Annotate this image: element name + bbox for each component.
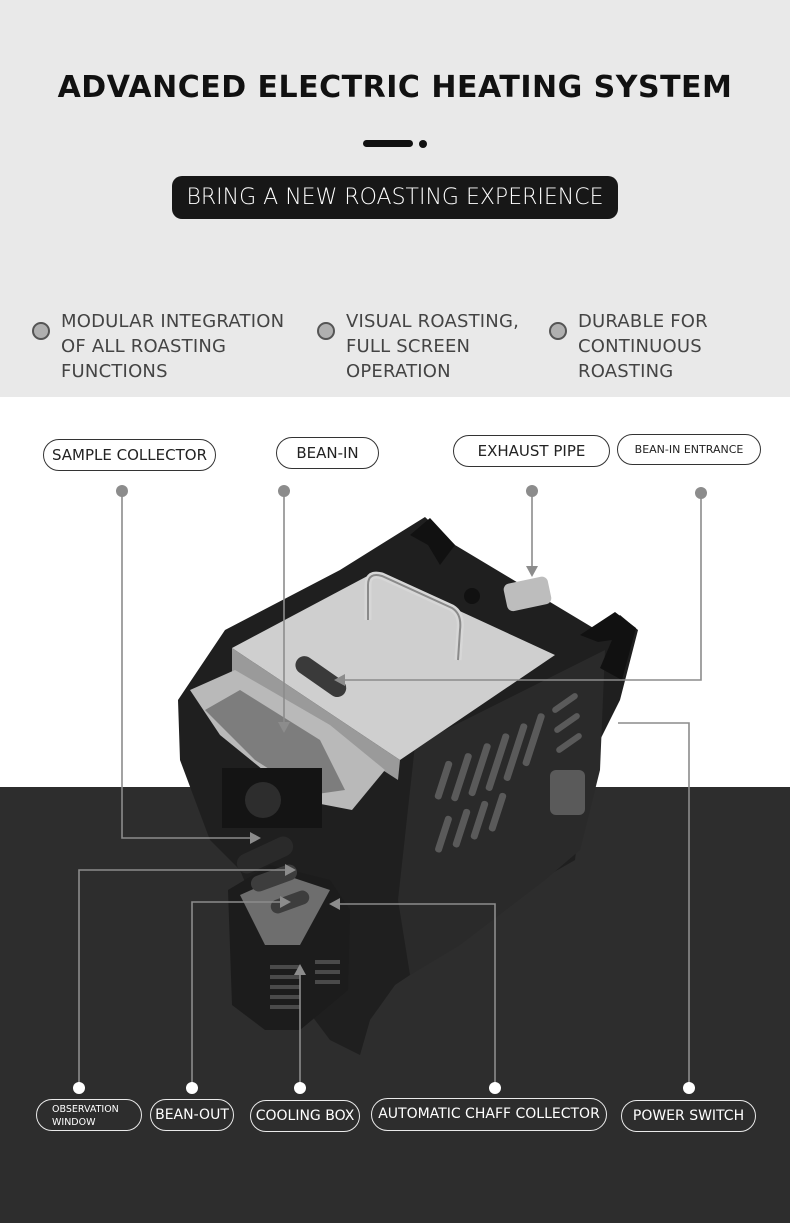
callout-exhaust-pipe: EXHAUST PIPE xyxy=(453,435,610,467)
feature-text: VISUAL ROASTING, FULL SCREEN OPERATION xyxy=(346,311,520,382)
callout-automatic-chaff-collector: AUTOMATIC CHAFF COLLECTOR xyxy=(371,1098,607,1131)
title-divider-dot xyxy=(419,140,427,148)
callout-sample-collector: SAMPLE COLLECTOR xyxy=(43,439,216,471)
feature-text: MODULAR INTEGRATION OF ALL ROASTING FUNC… xyxy=(61,311,285,382)
feature-modular: MODULAR INTEGRATION OF ALL ROASTING FUNC… xyxy=(32,309,284,384)
subtitle-pill: BRING A NEW ROASTING EXPERIENCE xyxy=(172,176,618,219)
callout-observation-window: OBSERVATION WINDOW xyxy=(36,1099,142,1131)
callout-observation-window-line2: WINDOW xyxy=(52,1117,96,1128)
title-divider-dash xyxy=(363,140,413,147)
feature-durable: DURABLE FOR CONTINUOUS ROASTING xyxy=(549,309,708,384)
feature-bullet-icon xyxy=(317,322,335,340)
feature-bullet-icon xyxy=(549,322,567,340)
page-title: ADVANCED ELECTRIC HEATING SYSTEM xyxy=(57,70,733,105)
feature-bullet-icon xyxy=(32,322,50,340)
callout-bean-in-entrance: BEAN-IN ENTRANCE xyxy=(617,434,761,465)
callout-bean-out: BEAN-OUT xyxy=(150,1099,234,1131)
callout-observation-window-line1: OBSERVATION xyxy=(52,1104,119,1115)
callout-dots-light xyxy=(73,1082,695,1094)
callout-dots xyxy=(116,485,707,499)
callout-bean-in: BEAN-IN xyxy=(276,437,379,469)
callout-arrowheads xyxy=(250,566,538,975)
feature-text: DURABLE FOR CONTINUOUS ROASTING xyxy=(578,311,708,382)
callout-power-switch: POWER SWITCH xyxy=(621,1100,756,1132)
callout-connectors xyxy=(78,491,702,1087)
feature-visual: VISUAL ROASTING, FULL SCREEN OPERATION xyxy=(317,309,519,384)
callout-cooling-box: COOLING BOX xyxy=(250,1100,360,1132)
roaster-machine-image xyxy=(178,517,638,1055)
